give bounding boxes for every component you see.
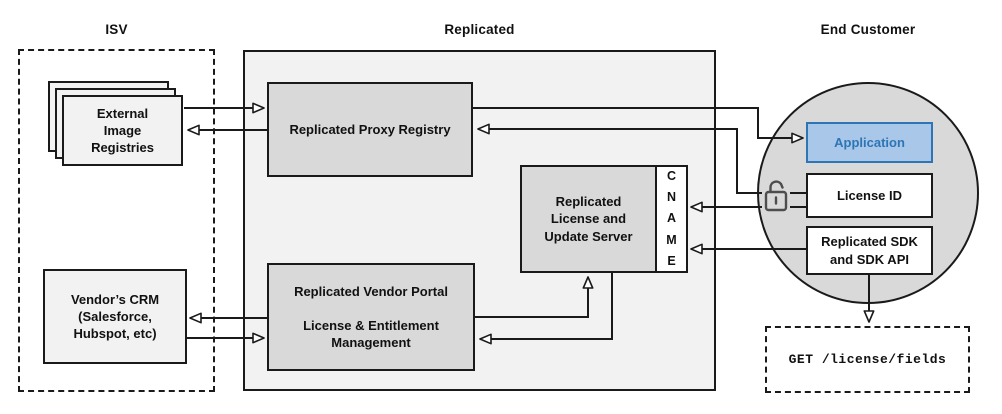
- application-node: Application: [806, 122, 933, 163]
- replicated-sdk-label: Replicated SDK and SDK API: [821, 234, 918, 267]
- replicated-section-title: Replicated: [444, 22, 515, 37]
- license-id-node: License ID: [806, 173, 933, 218]
- vendors-crm-label: Vendor’s CRM (Salesforce, Hubspot, etc): [70, 291, 160, 342]
- replicated-proxy-registry-node: Replicated Proxy Registry: [267, 82, 473, 177]
- edge-portal-to-license-server: [475, 276, 594, 318]
- get-license-fields-node: GET /license/fields: [765, 326, 970, 393]
- cname-node: CNAME: [655, 165, 688, 273]
- isv-section-title: ISV: [105, 22, 128, 37]
- edge-license-server-to-portal: [479, 272, 613, 345]
- replicated-license-update-server-label: Replicated License and Update Server: [544, 194, 633, 244]
- replicated-vendor-portal-node: Replicated Vendor Portal License & Entit…: [267, 263, 475, 371]
- unlock-icon: [762, 180, 790, 214]
- external-image-registries-node: External Image Registries: [62, 95, 183, 166]
- edge-proxy-to-application: [473, 107, 804, 144]
- external-image-registries-label: External Image Registries: [91, 105, 154, 156]
- replicated-vendor-portal-label: Replicated Vendor Portal License & Entit…: [294, 283, 448, 351]
- isv-container: [18, 49, 215, 392]
- get-license-fields-label: GET /license/fields: [788, 351, 947, 367]
- application-label: Application: [834, 134, 905, 150]
- vendors-crm-node: Vendor’s CRM (Salesforce, Hubspot, etc): [43, 269, 187, 364]
- license-id-label: License ID: [836, 187, 903, 203]
- replicated-sdk-node: Replicated SDK and SDK API: [806, 226, 933, 275]
- replicated-proxy-registry-label: Replicated Proxy Registry: [289, 121, 451, 137]
- replicated-license-update-server-node: Replicated License and Update Server: [520, 165, 657, 273]
- cname-label: CNAME: [666, 168, 677, 268]
- end-customer-section-title: End Customer: [820, 22, 916, 37]
